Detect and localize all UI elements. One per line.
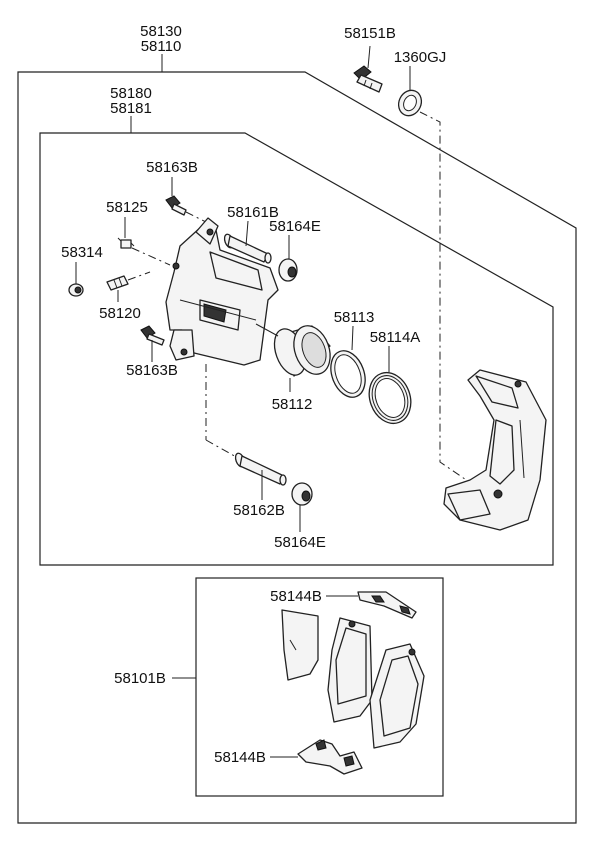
label-58180: 58180 bbox=[110, 85, 152, 102]
label-58314: 58314 bbox=[61, 244, 103, 261]
label-58162b: 58162B bbox=[233, 502, 285, 519]
shim-58144b-bottom bbox=[297, 739, 363, 775]
bolt-58151b bbox=[353, 65, 383, 93]
label-58113: 58113 bbox=[334, 309, 375, 326]
pad-kit-frame bbox=[195, 577, 444, 797]
label-58181: 58181 bbox=[110, 100, 152, 117]
shim-58144b-top bbox=[357, 591, 417, 619]
label-58144b-top: 58144B bbox=[270, 588, 322, 605]
pin-58162b-axis-2 bbox=[205, 439, 239, 459]
boot-58114a bbox=[368, 371, 412, 425]
caliper-housing bbox=[165, 217, 279, 366]
outer-assembly-frame bbox=[17, 71, 577, 824]
leader-58161b bbox=[245, 220, 249, 247]
leader-58113 bbox=[351, 325, 354, 351]
label-58130: 58130 bbox=[140, 23, 182, 40]
cap-58314 bbox=[68, 283, 84, 297]
caliper-assembly-frame bbox=[39, 132, 554, 566]
brake-pad-outer bbox=[369, 643, 425, 749]
label-58114a: 58114A bbox=[370, 329, 421, 346]
bolt-58163b-bottom bbox=[140, 325, 165, 346]
leader-58151b bbox=[367, 45, 371, 69]
anti-squeal-shim-plate bbox=[281, 609, 319, 681]
label-1360gj: 1360GJ bbox=[394, 49, 447, 66]
boot-58164e-top bbox=[278, 258, 298, 282]
label-58101b: 58101B bbox=[114, 670, 166, 687]
guide-pin-58161b bbox=[223, 233, 272, 264]
label-58110: 58110 bbox=[141, 38, 182, 55]
brake-pad-inner bbox=[327, 617, 373, 723]
bolt-58163b-axis bbox=[185, 211, 207, 223]
label-58112: 58112 bbox=[272, 396, 313, 413]
shim-plate-detail bbox=[289, 639, 297, 651]
boot-58164e-bottom bbox=[291, 482, 313, 506]
pin-58125 bbox=[117, 237, 135, 249]
bolt-axis-line bbox=[419, 111, 479, 489]
label-58144b-bottom: 58144B bbox=[214, 749, 266, 766]
label-58163b-bottom: 58163B bbox=[126, 362, 178, 379]
piston-58112 bbox=[273, 325, 331, 377]
label-58163b-top: 58163B bbox=[146, 159, 198, 176]
bolt-58163b-top bbox=[165, 195, 187, 216]
label-58164e-top: 58164E bbox=[269, 218, 321, 235]
label-58164e-bottom: 58164E bbox=[274, 534, 326, 551]
washer-1360gj bbox=[397, 89, 423, 117]
pin-58125-axis bbox=[131, 247, 171, 266]
bleeder-58120 bbox=[106, 275, 129, 291]
label-58161b: 58161B bbox=[227, 204, 279, 221]
label-58151b: 58151B bbox=[344, 25, 396, 42]
bleeder-axis bbox=[127, 271, 151, 281]
piston-connector bbox=[255, 323, 279, 337]
caliper-carrier-bracket bbox=[443, 369, 547, 531]
guide-pin-58162b bbox=[234, 452, 287, 486]
seal-58113 bbox=[330, 350, 366, 398]
label-58120: 58120 bbox=[99, 305, 141, 322]
label-58125: 58125 bbox=[106, 199, 148, 216]
